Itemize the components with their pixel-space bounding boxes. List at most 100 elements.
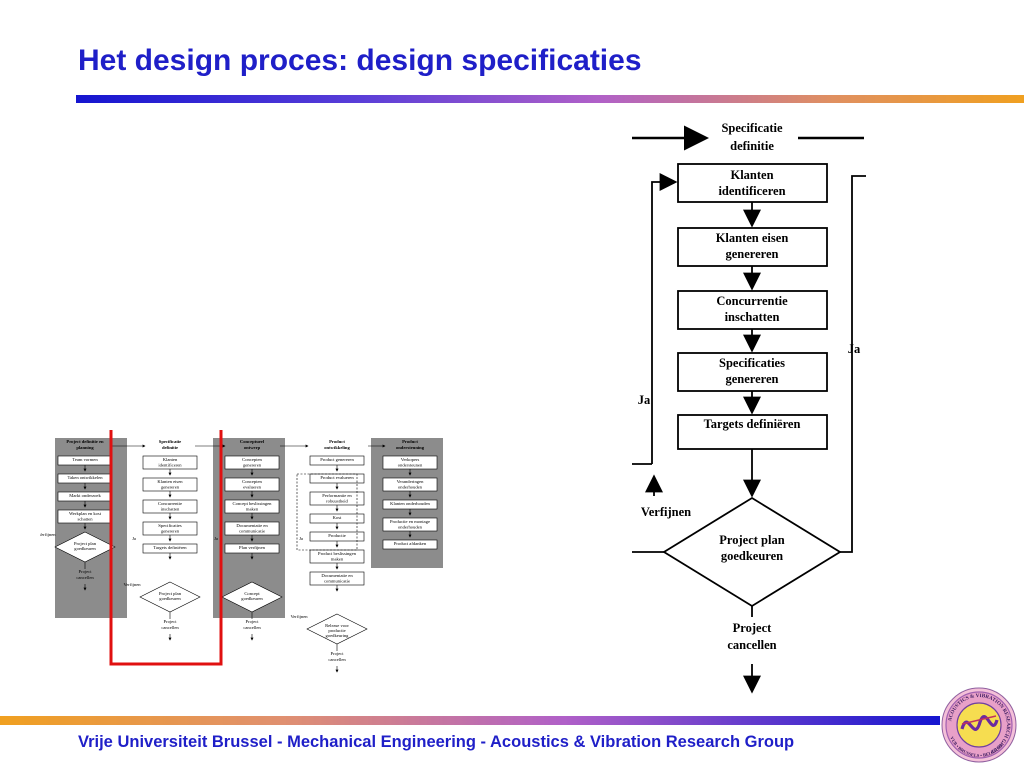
col-4-step-4-line-1: Kost: [333, 515, 342, 520]
col-3-cancel-line-1: Project: [245, 619, 259, 624]
col-4-step-6-line-2: maken: [331, 556, 344, 561]
col-1-verfijnen: Verfijnen: [40, 532, 56, 537]
col-4-step-5: Productie: [309, 531, 365, 548]
col-1-header-line-1: Project definitie en: [66, 439, 104, 444]
slide-title: Het design proces: design specificaties: [78, 44, 642, 77]
col-4-cancel-line-2: cancellen: [328, 657, 346, 662]
col-2-step-2-line-1: Klanten eisen: [157, 479, 183, 484]
overview-column-3: ConceptueelontwerpConceptengenererenConc…: [213, 438, 285, 641]
header-line-2: definitie: [730, 139, 774, 153]
col-2-step-1-line-1: Klanten: [163, 457, 178, 462]
col-5-step-1-line-1: Verkopers: [401, 457, 420, 462]
col-1-cancel-line-2: cancellen: [76, 575, 94, 580]
col-5-step-4-line-1: Productie en montage: [390, 519, 430, 524]
header-line-1: Specificatie: [721, 121, 783, 135]
highlight-box: [109, 430, 223, 666]
col-1-decision-line-1: Project plan: [74, 541, 97, 546]
step-box-3: Concurrentie inschatten: [677, 290, 828, 330]
avrg-logo: ACOUSTICS & VIBRATION RESEARCH GROUP VUB…: [941, 687, 1017, 763]
col-1-decision-line-2: goedkeuren: [74, 546, 96, 551]
col-2-step-5: Targets definiëren: [142, 543, 198, 560]
col-2-step-4-line-1: Specificaties: [158, 523, 182, 528]
col-5-step-1-line-2: ondersteunen: [398, 462, 423, 467]
col-2-step-5-line-1: Targets definiëren: [153, 545, 187, 550]
col-2-decision-line-2: goedkeuren: [159, 596, 181, 601]
decision-line-1: Project plan: [719, 533, 784, 547]
col-3-decision-line-2: goedkeuren: [241, 596, 263, 601]
col-2-verfijnen: Verfijnen: [123, 582, 141, 587]
col-2-ja: Ja: [132, 536, 136, 541]
col-4-step-3-line-1: Performantie en: [322, 493, 352, 498]
col-5-step-2-line-2: onderhouden: [398, 484, 423, 489]
col-3-header-line-2: ontwerp: [244, 445, 261, 450]
col-2-decision-line-1: Project plan: [159, 591, 182, 596]
overview-column-2: SpecificatiedefinitieKlantenidentificere…: [123, 439, 201, 641]
col-3-decision-line-1: Concept: [244, 591, 260, 596]
step-5-line-1: Targets definiëren: [704, 417, 801, 431]
col-4-decision-line-1: Release voor: [325, 623, 349, 628]
col-2-cancel-line-1: Project: [163, 619, 177, 624]
decision-line-2: goedkeuren: [721, 549, 783, 563]
col-4-ja: Ja: [299, 536, 303, 541]
step-2-line-1: Klanten eisen: [716, 231, 789, 245]
col-4-cancel-line-1: Project: [330, 651, 344, 656]
col-5-header-line-2: ondersteuning: [396, 445, 425, 450]
col-4-step-6-line-1: Product beslissingen: [318, 551, 357, 556]
col-3-header-line-1: Conceptueel: [240, 439, 265, 444]
col-2-step-3-line-2: inschatten: [161, 506, 180, 511]
col-1-step-1-line-1: Team vormen: [72, 457, 98, 462]
col-1-step-4-line-1: Werkplan en kost: [69, 511, 102, 516]
col-4-step-2: Product evalueren: [309, 473, 365, 490]
col-3-step-4-line-1: Documentatie en: [236, 523, 268, 528]
ja-left-label: Ja: [638, 393, 651, 407]
col-3-ja: Ja: [214, 536, 218, 541]
col-3-step-2-line-1: Concepten: [242, 479, 262, 484]
col-3-step-3-line-2: maken: [246, 506, 259, 511]
cancel-line-2: cancellen: [727, 638, 776, 652]
col-1-step-2-line-1: Taken ontwikkelen: [67, 475, 103, 480]
col-4-step-5-line-1: Productie: [328, 533, 346, 538]
col-4-step-1-line-1: Product genereren: [320, 457, 354, 462]
col-3-step-4-line-2: communicatie: [239, 528, 265, 533]
overview-column-5: ProductondersteuningVerkopersondersteune…: [371, 438, 443, 568]
step-1-line-1: Klanten: [730, 168, 773, 182]
col-3-step-5: Plan verfijnen: [224, 543, 280, 560]
step-box-2: Klanten eisen genereren: [677, 227, 828, 267]
col-1-step-4-line-2: schatten: [77, 516, 93, 521]
col-5-step-5-line-1: Product afdanken: [394, 541, 427, 546]
col-4-header-line-1: Product: [329, 439, 345, 444]
col-3-step-1-line-2: genereren: [243, 462, 262, 467]
col-5-step-2-line-1: Veranderingen: [397, 479, 424, 484]
col-5-step-3: Klanten onderhouden: [382, 499, 438, 516]
step-4-line-2: genereren: [726, 372, 779, 386]
col-2-step-4-line-2: genereren: [161, 528, 180, 533]
col-3-cancel-line-2: cancellen: [243, 625, 261, 630]
col-2-step-1-line-2: identificeren: [158, 462, 182, 467]
col-5-step-4-line-2: onderhouden: [398, 524, 423, 529]
col-2-step-3-line-1: Concurrentie: [158, 501, 182, 506]
col-2-header-line-1: Specificatie: [159, 439, 181, 444]
step-1-line-2: identificeren: [718, 184, 785, 198]
footer-divider-bar: [0, 716, 940, 725]
col-4-step-2-line-1: Product evalueren: [320, 475, 354, 480]
col-5-step-5: Product afdanken: [382, 539, 438, 550]
step-3-line-1: Concurrentie: [716, 294, 788, 308]
col-4-header-line-2: ontwikkeling: [324, 445, 350, 450]
col-3-step-1-line-1: Concepten: [242, 457, 262, 462]
